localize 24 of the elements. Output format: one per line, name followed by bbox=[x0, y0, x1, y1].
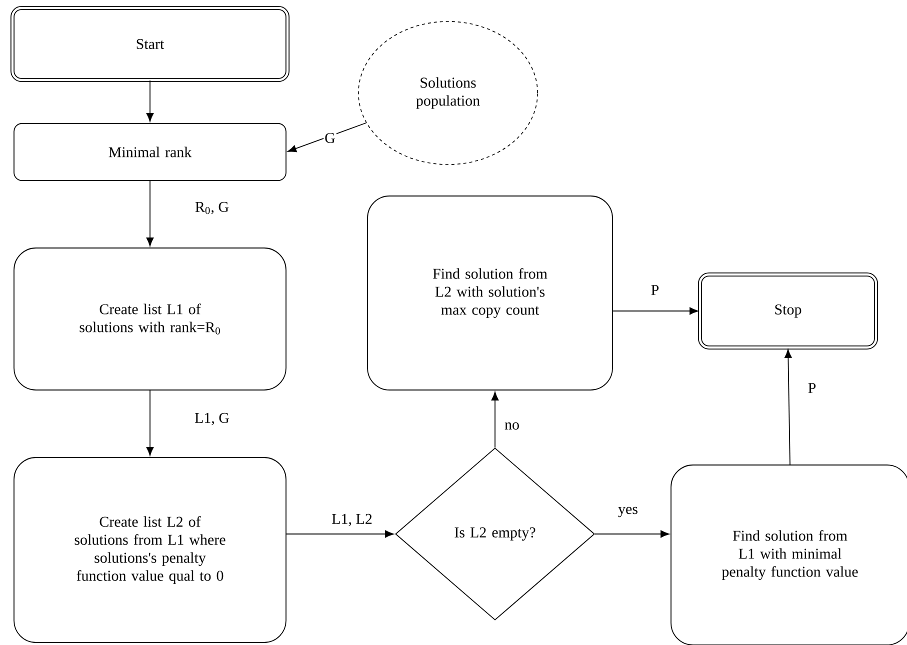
arrow bbox=[491, 392, 499, 448]
edge-label: P bbox=[806, 382, 818, 394]
arrow bbox=[612, 307, 698, 315]
arrow bbox=[288, 122, 367, 152]
process-box: Minimal rank bbox=[14, 123, 286, 181]
edge-label: L1, L2 bbox=[330, 512, 374, 528]
edge-label: L1, G bbox=[194, 412, 230, 426]
arrow bbox=[286, 530, 394, 538]
edge-label: P bbox=[650, 284, 660, 296]
process-box: Create list L2 of solutions from L1 where solutions's penalty function value qual to 0 bbox=[14, 457, 286, 643]
edge-label: R$_{0}$, G bbox=[194, 200, 230, 216]
process-box: Find solution from L1 with minimal penalty function value bbox=[670, 464, 907, 645]
arrow bbox=[146, 390, 154, 456]
stop-box: Stop bbox=[698, 272, 878, 350]
start-box: Start bbox=[10, 6, 290, 82]
edge-label: yes bbox=[617, 506, 639, 518]
process-box: Find solution from L2 with solution's max copy count bbox=[367, 196, 613, 390]
edge-label: no bbox=[504, 421, 520, 431]
arrow bbox=[594, 530, 670, 538]
arrow bbox=[146, 180, 154, 246]
arrow bbox=[784, 349, 792, 465]
arrow bbox=[146, 80, 154, 122]
process-box: Create list L1 of solutions with rank=R$_{0}$ bbox=[14, 248, 286, 390]
edge-label: G bbox=[324, 132, 336, 144]
